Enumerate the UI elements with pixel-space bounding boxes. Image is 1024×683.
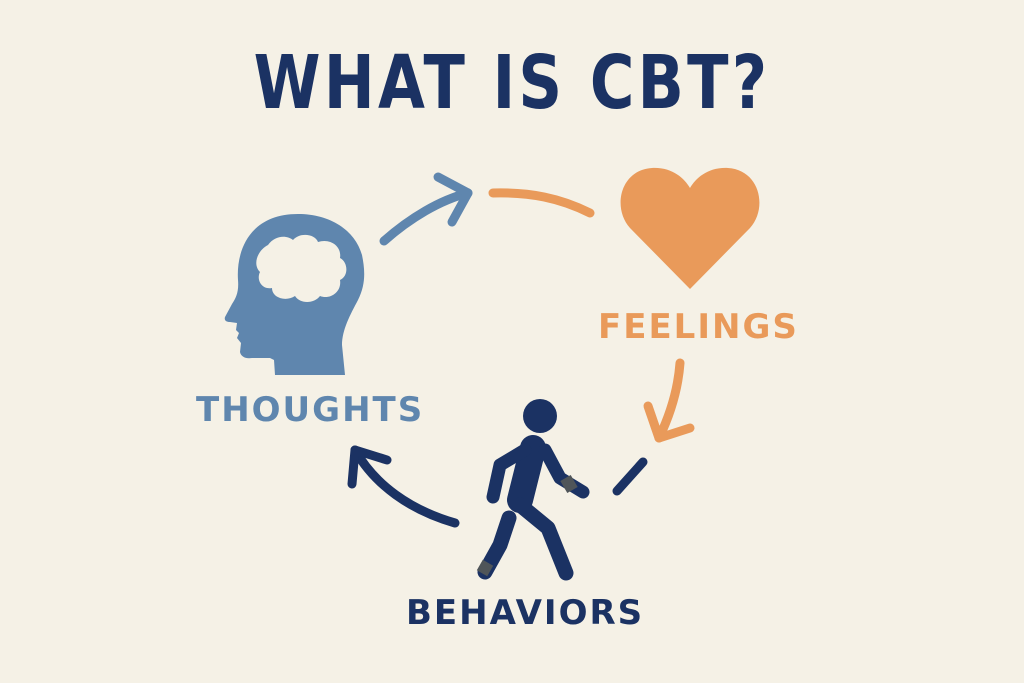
heart-icon (620, 167, 760, 289)
feelings-label: FEELINGS (598, 307, 799, 347)
head-brain-icon (224, 214, 365, 375)
walking-person-icon (476, 399, 590, 581)
arc-segment-orange (488, 188, 595, 218)
arrow-thoughts-to-feelings (379, 172, 473, 246)
arc-dashes-navy (612, 457, 648, 496)
arrow-behaviors-to-thoughts (347, 445, 460, 528)
thoughts-label: THOUGHTS (196, 390, 425, 430)
page-title: WHAT IS CBT? (253, 40, 771, 126)
arrow-feelings-to-behaviors (643, 358, 695, 443)
behaviors-label: BEHAVIORS (406, 593, 645, 633)
